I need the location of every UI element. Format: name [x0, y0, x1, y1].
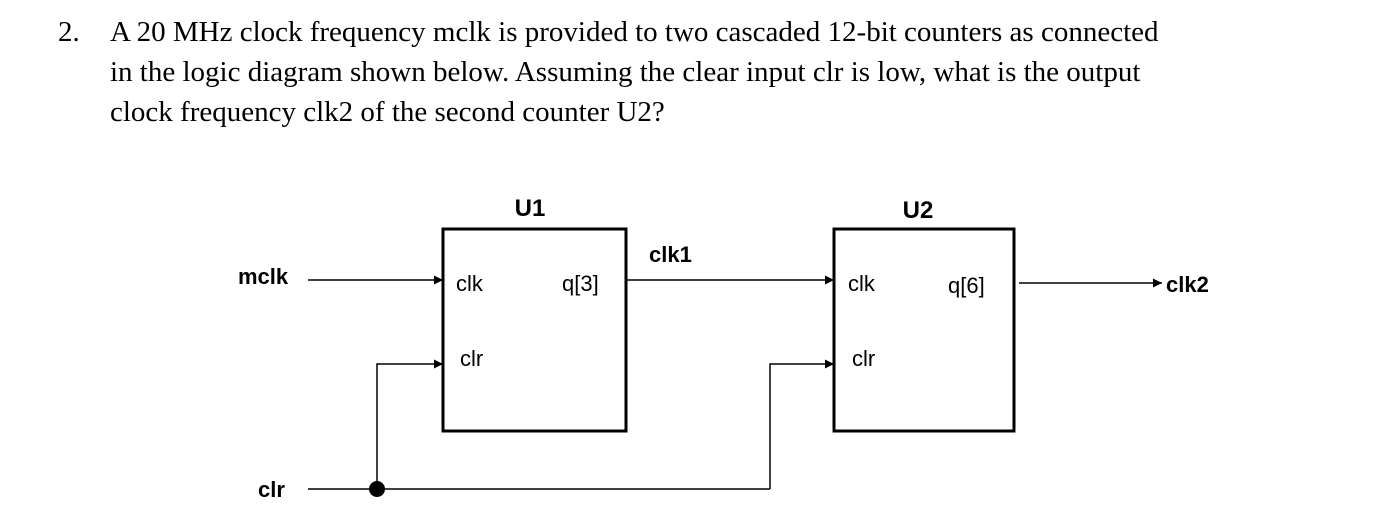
mclk-input-label: mclk: [238, 264, 289, 289]
clr-input-label: clr: [258, 477, 285, 502]
question-line-3: clock frequency clk2 of the second count…: [110, 96, 665, 128]
counter-u2-title: U2: [903, 197, 934, 224]
u1-clr-port-label: clr: [460, 346, 483, 371]
question-number: 2.: [58, 16, 80, 48]
clk1-net-label: clk1: [649, 242, 692, 267]
question-line-2: in the logic diagram shown below. Assumi…: [110, 56, 1141, 88]
question-block: 2. A 20 MHz clock frequency mclk is prov…: [58, 12, 1358, 132]
u2-clr-port-label: clr: [852, 346, 875, 371]
u1-clk-port-label: clk: [456, 271, 484, 296]
counter-u2-box: [832, 227, 1016, 433]
clr-junction-dot: [369, 481, 385, 497]
u1-output-port-label: q[3]: [562, 271, 599, 296]
question-line-1: A 20 MHz clock frequency mclk is provide…: [110, 16, 1159, 48]
u2-output-port-label: q[6]: [948, 273, 985, 298]
question-text: A 20 MHz clock frequency mclk is provide…: [110, 12, 1358, 132]
clk2-output-label: clk2: [1166, 272, 1209, 297]
clr-u1-branch-wire: [376, 359, 443, 489]
u2-clk-port-label: clk: [848, 271, 876, 296]
counter-u1-title: U1: [515, 195, 546, 222]
clr-u2-branch-wire: [769, 359, 834, 489]
counter-u1-box: [441, 227, 628, 433]
